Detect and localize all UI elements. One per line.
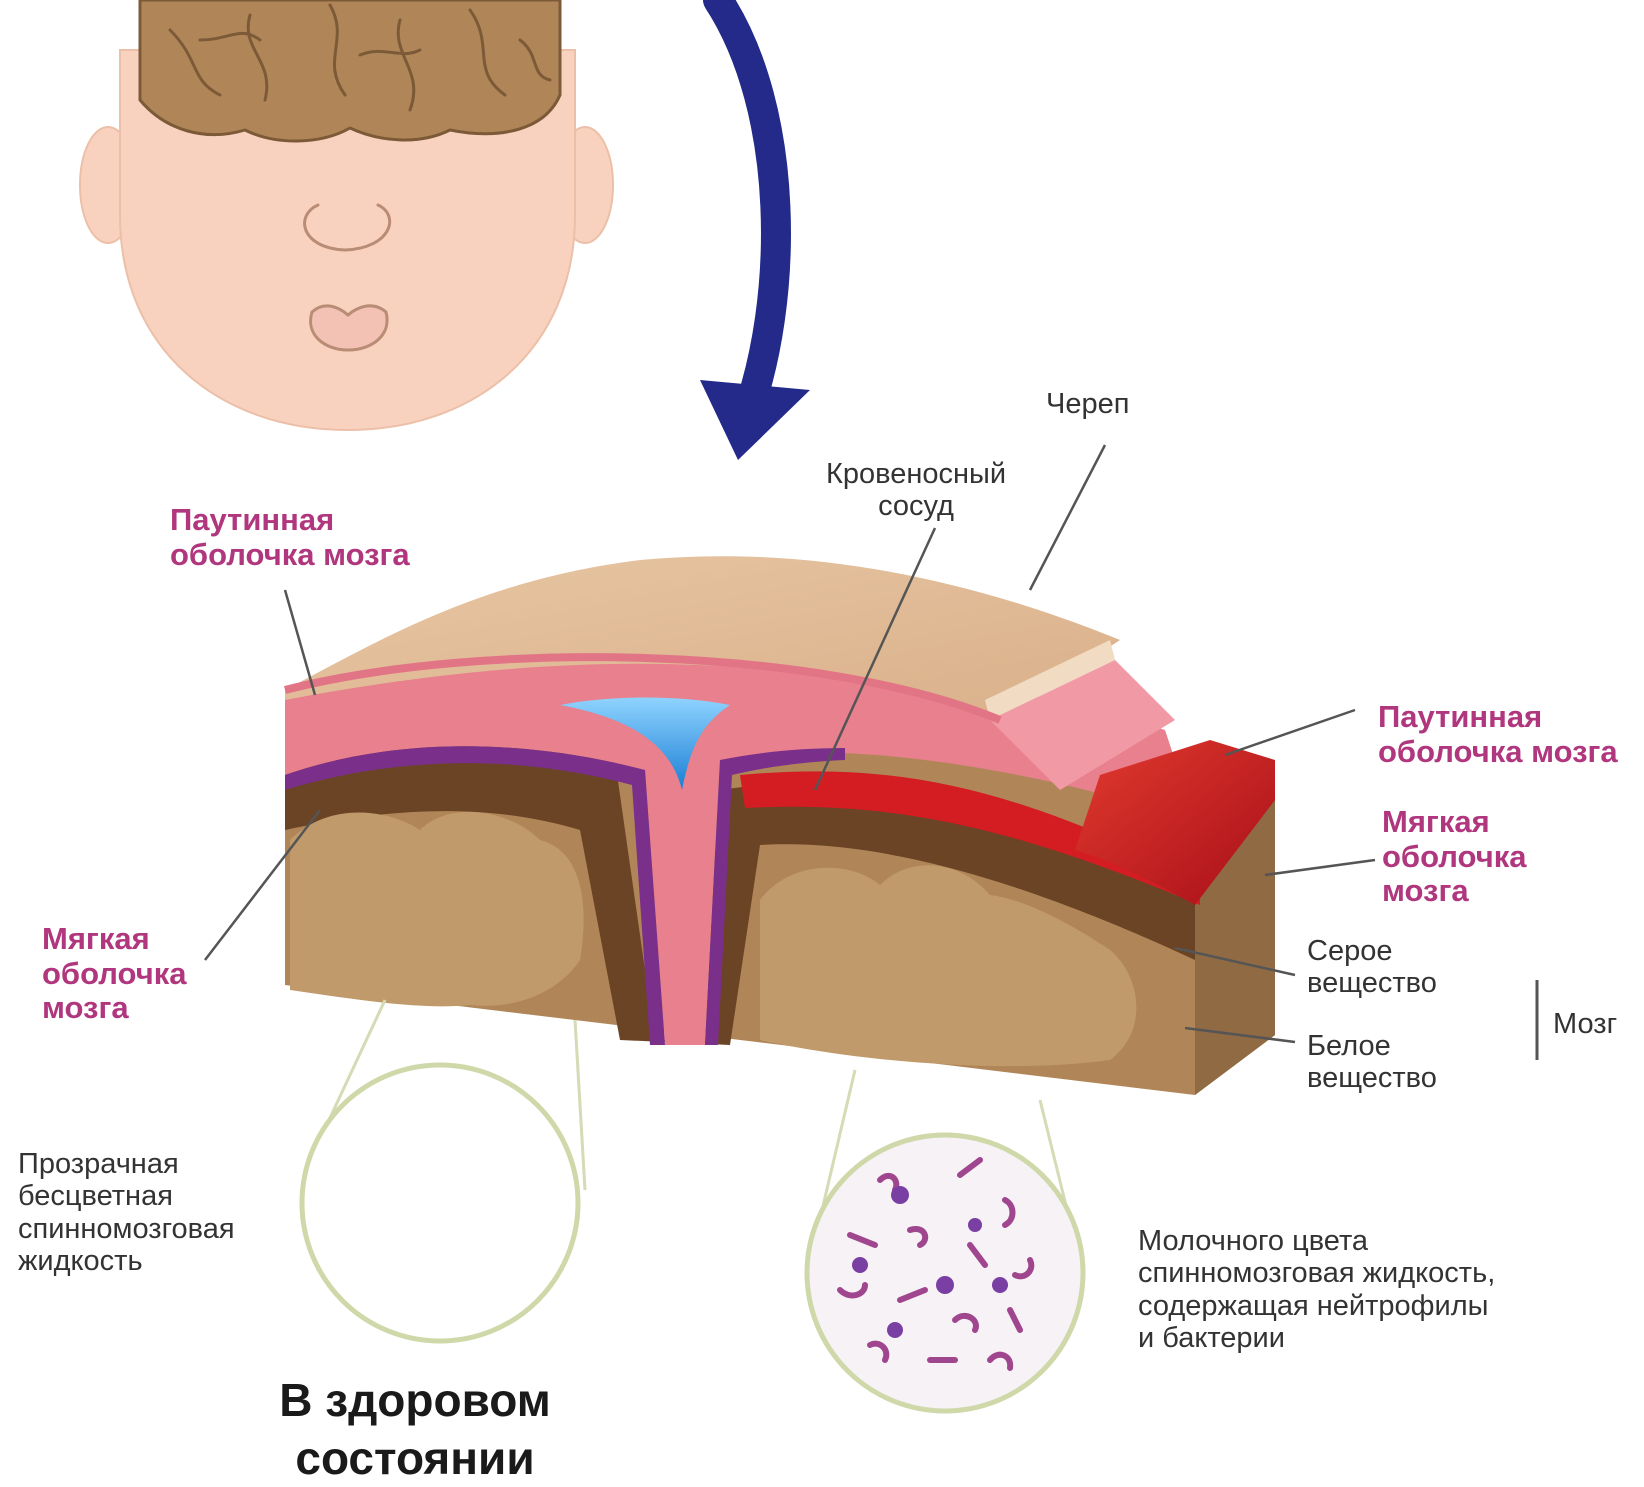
- label-milky-csf: Молочного цвета спинномозговая жидкость,…: [1138, 1225, 1495, 1355]
- white-matter-left: [290, 812, 584, 1006]
- label-arachnoid-left: Паутинная оболочка мозга: [170, 503, 410, 572]
- head-illustration: [80, 0, 613, 430]
- label-clear-csf: Прозрачная бесцветная спинномозговая жид…: [18, 1148, 235, 1278]
- label-brain: Мозг: [1553, 1008, 1617, 1040]
- brain-top: [140, 0, 560, 141]
- cross-section-block: [285, 556, 1275, 1095]
- healthy-caption: В здоровом состоянии: [255, 1372, 575, 1487]
- arrow: [700, 0, 810, 460]
- magnifier-left: [302, 1000, 585, 1341]
- label-arachnoid-right: Паутинная оболочка мозга: [1378, 700, 1618, 769]
- mouth: [311, 306, 387, 350]
- label-white-matter: Белое вещество: [1307, 1030, 1437, 1095]
- label-grey-matter: Серое вещество: [1307, 935, 1437, 1000]
- magnifier-right: [807, 1070, 1083, 1411]
- label-blood-vessel: Кровеносный сосуд: [826, 458, 1006, 523]
- label-pia-left: Мягкая оболочка мозга: [42, 922, 186, 1026]
- label-pia-right: Мягкая оболочка мозга: [1382, 805, 1526, 909]
- label-skull: Череп: [1046, 388, 1129, 420]
